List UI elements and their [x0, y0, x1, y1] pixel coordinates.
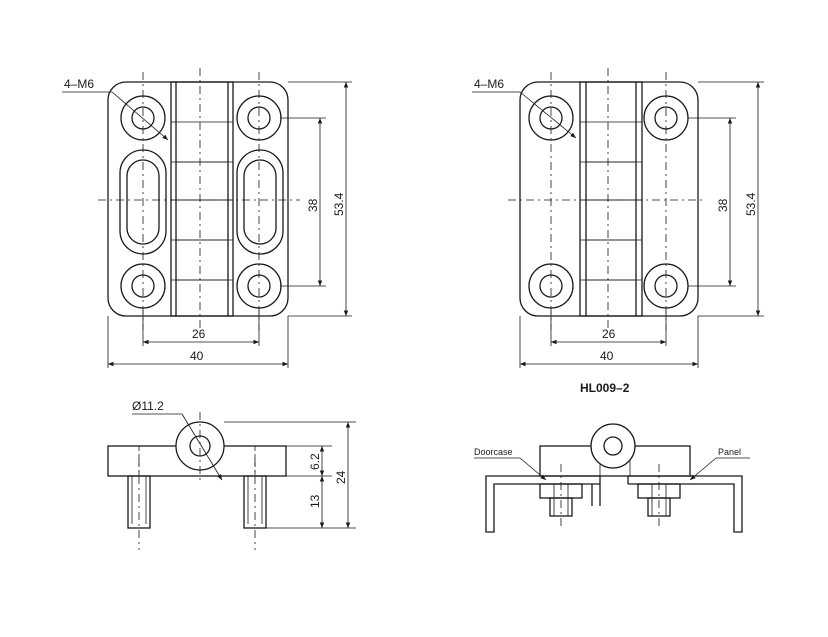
slot	[236, 149, 284, 255]
dim-53-4: 53.4	[744, 192, 758, 216]
dim-38: 38	[306, 198, 320, 212]
dim-6-2: 6.2	[308, 453, 322, 470]
left-top-view: 4–M6 26 40 38 53.4	[62, 68, 352, 368]
stud	[647, 497, 671, 517]
thread-label: 4–M6	[474, 77, 504, 91]
dim-13: 13	[308, 494, 322, 508]
dim-40: 40	[600, 349, 614, 363]
dim-26: 26	[192, 327, 206, 341]
doorcase	[485, 475, 600, 533]
model-label: HL009–2	[580, 381, 630, 395]
dim-53-4: 53.4	[332, 192, 346, 216]
hinge-outline	[107, 81, 289, 317]
knuckle	[175, 421, 225, 471]
doorcase-label: Doorcase	[474, 447, 513, 457]
left-side-view: Ø11.2 6.2 13 24	[107, 399, 356, 550]
dim-40: 40	[190, 349, 204, 363]
panel-label: Panel	[718, 447, 741, 457]
dim-24: 24	[334, 470, 348, 484]
right-side-view: Doorcase Panel	[474, 423, 750, 533]
panel	[628, 475, 743, 533]
knuckle	[590, 423, 636, 469]
hinge-outline	[519, 81, 699, 317]
knuckle-strip	[579, 81, 643, 317]
right-top-view: 4–M6 26 40 38 53.4 HL009–2	[472, 68, 764, 395]
dim-26: 26	[602, 327, 616, 341]
knuckle-strip	[170, 81, 234, 317]
dim-38: 38	[716, 198, 730, 212]
stud	[549, 497, 573, 517]
thread-label: 4–M6	[64, 77, 94, 91]
diameter-label: Ø11.2	[132, 399, 164, 413]
